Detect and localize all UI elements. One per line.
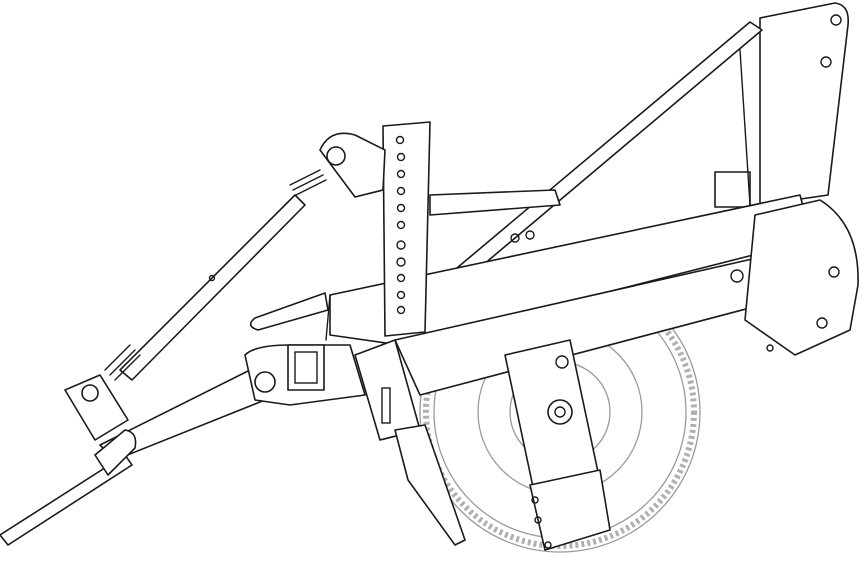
mast-plate <box>759 2 850 206</box>
wheel-clamp <box>529 469 611 551</box>
shank <box>394 424 466 546</box>
mast-bracket <box>714 171 751 208</box>
top-link-bracket <box>319 132 386 198</box>
upper-beam <box>429 189 561 216</box>
thread-top <box>289 169 327 196</box>
clevis <box>94 429 137 476</box>
mast-hole <box>830 14 842 26</box>
adjustment-post <box>382 121 431 337</box>
lower-pin <box>254 371 276 393</box>
depth-plate <box>744 199 859 356</box>
hitch-pin <box>81 384 99 402</box>
top-link <box>119 194 306 381</box>
hitch-bracket <box>64 374 129 441</box>
hitch-pin-bar <box>0 454 133 546</box>
mast-hole <box>820 56 832 68</box>
thread-bottom <box>104 344 141 381</box>
post-holes <box>395 135 406 315</box>
beam-end-cap <box>249 292 329 331</box>
top-link-pin <box>326 146 346 166</box>
wheel-hub <box>547 399 573 425</box>
